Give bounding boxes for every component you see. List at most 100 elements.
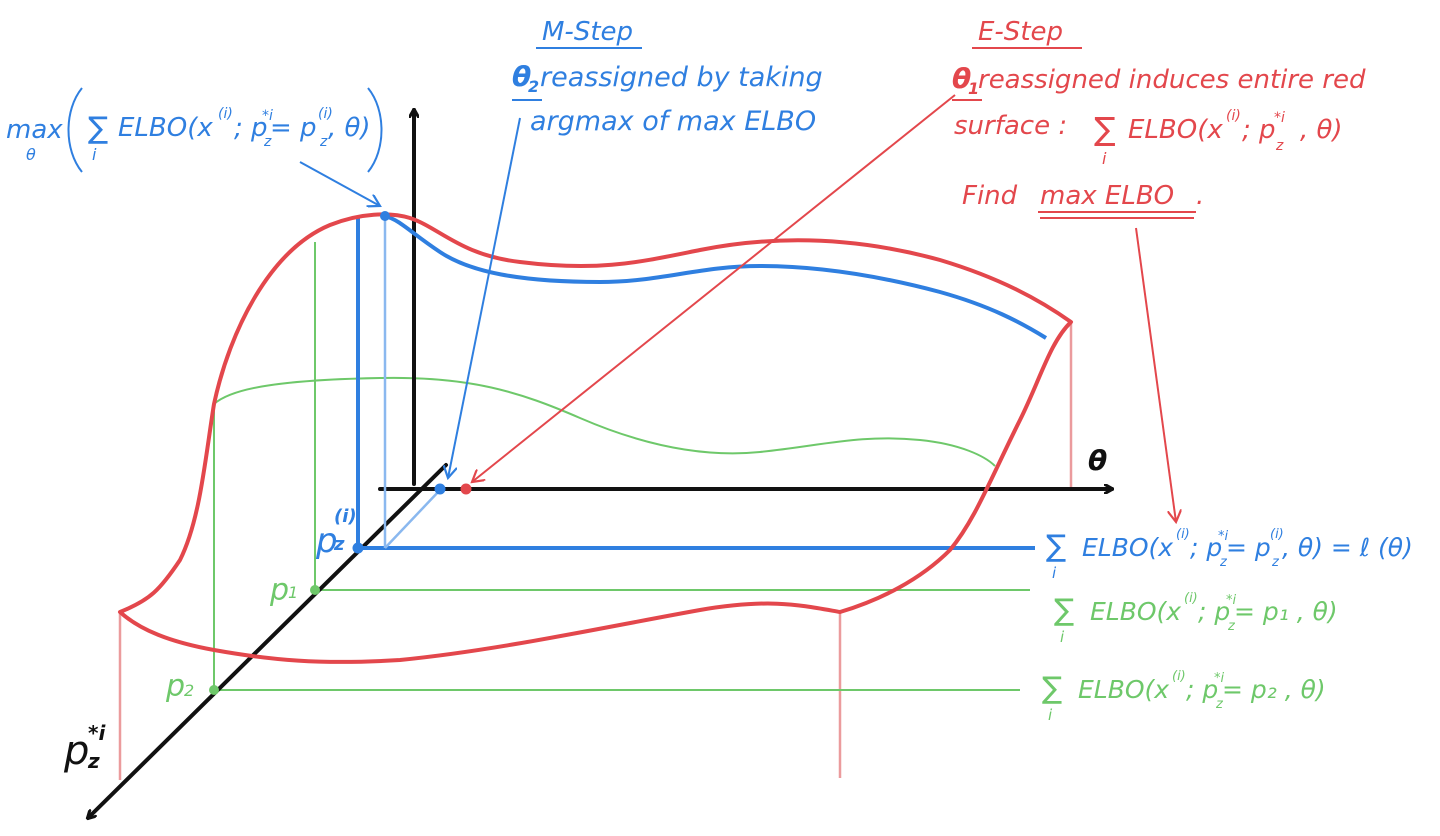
svg-text:1: 1: [288, 583, 298, 602]
p1-dot: [310, 585, 320, 595]
e-step-arrow: [472, 94, 956, 482]
svg-text:max: max: [6, 115, 63, 145]
formula-p1-slice: ∑ i ELBO(x (i) ; p *i z = p₁ , θ): [1054, 591, 1338, 646]
surface-drop-lines: [118, 322, 1073, 780]
svg-text:∑: ∑: [1054, 593, 1074, 628]
svg-text:*i: *i: [1218, 529, 1229, 544]
svg-text:; p: ; p: [234, 113, 268, 143]
formula-p2-slice: ∑ i ELBO(x (i) ; p *i z = p₂ , θ): [1042, 669, 1326, 724]
blue-slice: [356, 214, 1048, 550]
e-step-annotation: E-Step θ 1 reassigned induces entire red…: [952, 17, 1366, 219]
max-elbo-arrow: [1135, 227, 1176, 522]
theta1-dot: [460, 483, 472, 495]
max-annotation: max θ ∑ i ELBO(x (i) ; p *i z = p (i) z …: [6, 87, 383, 173]
svg-text:*i: *i: [88, 721, 106, 745]
svg-text:= p: = p: [270, 113, 317, 143]
svg-text:θ: θ: [512, 60, 531, 93]
svg-text:i: i: [1102, 149, 1107, 168]
svg-text:z: z: [1275, 138, 1284, 154]
svg-text:(i): (i): [1184, 591, 1198, 606]
m-step-annotation: M-Step θ 2 reassigned by taking argmax o…: [512, 17, 823, 137]
m-step-title: M-Step: [542, 17, 633, 47]
green-slice-lines: [213, 242, 1030, 691]
svg-text:z: z: [1215, 697, 1224, 712]
svg-text:*i: *i: [1274, 110, 1285, 126]
pz-i-dot: [352, 542, 364, 554]
svg-text:surface :: surface :: [954, 111, 1067, 141]
svg-text:1: 1: [968, 79, 979, 98]
svg-text:, θ): , θ): [328, 113, 371, 143]
annotation-arrows: [299, 94, 1176, 522]
svg-text:, θ) = ℓ (θ): , θ) = ℓ (θ): [1282, 533, 1413, 562]
svg-text:argmax of max ELBO: argmax of max ELBO: [530, 106, 816, 137]
svg-text:reassigned by taking: reassigned by taking: [540, 62, 823, 93]
axes: [88, 108, 1114, 818]
svg-text:(i): (i): [318, 106, 333, 122]
svg-text:θ: θ: [952, 62, 971, 95]
m-step-arrow: [448, 117, 521, 478]
svg-text:; p: ; p: [1242, 115, 1276, 145]
svg-text:θ: θ: [26, 145, 36, 164]
svg-text:ELBO(x: ELBO(x: [118, 113, 213, 143]
svg-text:(i): (i): [218, 106, 233, 122]
svg-text:(i): (i): [1176, 527, 1190, 542]
svg-text:p: p: [269, 573, 289, 608]
formula-blue-slice: ∑ i ELBO(x (i) ; p *i z = p (i) z , θ) =…: [1046, 527, 1413, 582]
pz-axis-label: p *i z: [63, 721, 106, 774]
svg-text:p: p: [165, 669, 185, 704]
p2-dot: [209, 685, 219, 695]
svg-text:ELBO(x: ELBO(x: [1090, 597, 1181, 626]
svg-text:(i): (i): [1270, 527, 1284, 542]
e-step-title: E-Step: [978, 17, 1063, 47]
svg-text:z: z: [1227, 619, 1236, 634]
svg-text:i: i: [1048, 706, 1053, 724]
theta2-dot: [434, 483, 446, 495]
pz-axis: [88, 463, 448, 818]
svg-text:i: i: [92, 145, 97, 164]
svg-text:(i): (i): [1172, 669, 1186, 684]
svg-text:2: 2: [528, 77, 539, 96]
svg-text:p: p: [63, 728, 89, 774]
svg-text:∑: ∑: [1042, 671, 1062, 706]
svg-text:2: 2: [184, 681, 194, 700]
svg-text:(i): (i): [334, 506, 357, 527]
svg-text:z: z: [319, 134, 328, 150]
svg-text:z: z: [333, 534, 345, 555]
svg-text:*i: *i: [1214, 671, 1225, 686]
svg-text:; p: ; p: [1186, 675, 1218, 704]
svg-text:z: z: [263, 134, 272, 150]
svg-text:∑: ∑: [1094, 110, 1116, 148]
max-point-dot: [380, 211, 390, 221]
svg-text:= p: = p: [1226, 533, 1271, 562]
svg-text:i: i: [1052, 564, 1057, 582]
max-arrow: [299, 161, 380, 206]
svg-text:max ELBO: max ELBO: [1040, 181, 1174, 211]
p2-label: p 2: [165, 669, 194, 704]
svg-text:ELBO(x: ELBO(x: [1128, 115, 1223, 145]
svg-text:; p: ; p: [1190, 533, 1222, 562]
svg-text:, θ): , θ): [1300, 115, 1343, 145]
svg-text:ELBO(x: ELBO(x: [1082, 533, 1173, 562]
svg-text:reassigned induces entire red: reassigned induces entire red: [978, 65, 1366, 95]
svg-text:z: z: [1219, 555, 1228, 570]
svg-text:(i): (i): [1226, 108, 1241, 124]
svg-text:; p: ; p: [1198, 597, 1230, 626]
elbo-surface: [118, 212, 1073, 664]
svg-text:*i: *i: [1226, 593, 1237, 608]
svg-text:.: .: [1196, 181, 1204, 211]
svg-text:z: z: [1271, 555, 1280, 570]
svg-text:= p₂ , θ): = p₂ , θ): [1222, 675, 1326, 704]
svg-text:∑: ∑: [88, 111, 108, 146]
svg-text:∑: ∑: [1046, 529, 1066, 564]
svg-text:z: z: [87, 749, 100, 773]
p1-label: p 1: [269, 573, 298, 608]
svg-text:i: i: [1060, 628, 1065, 646]
pz-i-label: p (i) z: [315, 506, 357, 561]
svg-text:= p₁ , θ): = p₁ , θ): [1234, 597, 1338, 626]
svg-text:ELBO(x: ELBO(x: [1078, 675, 1169, 704]
theta-axis-label: θ: [1088, 444, 1107, 477]
axis-points: [209, 211, 472, 695]
svg-text:p: p: [315, 521, 338, 561]
svg-text:Find: Find: [962, 181, 1018, 211]
